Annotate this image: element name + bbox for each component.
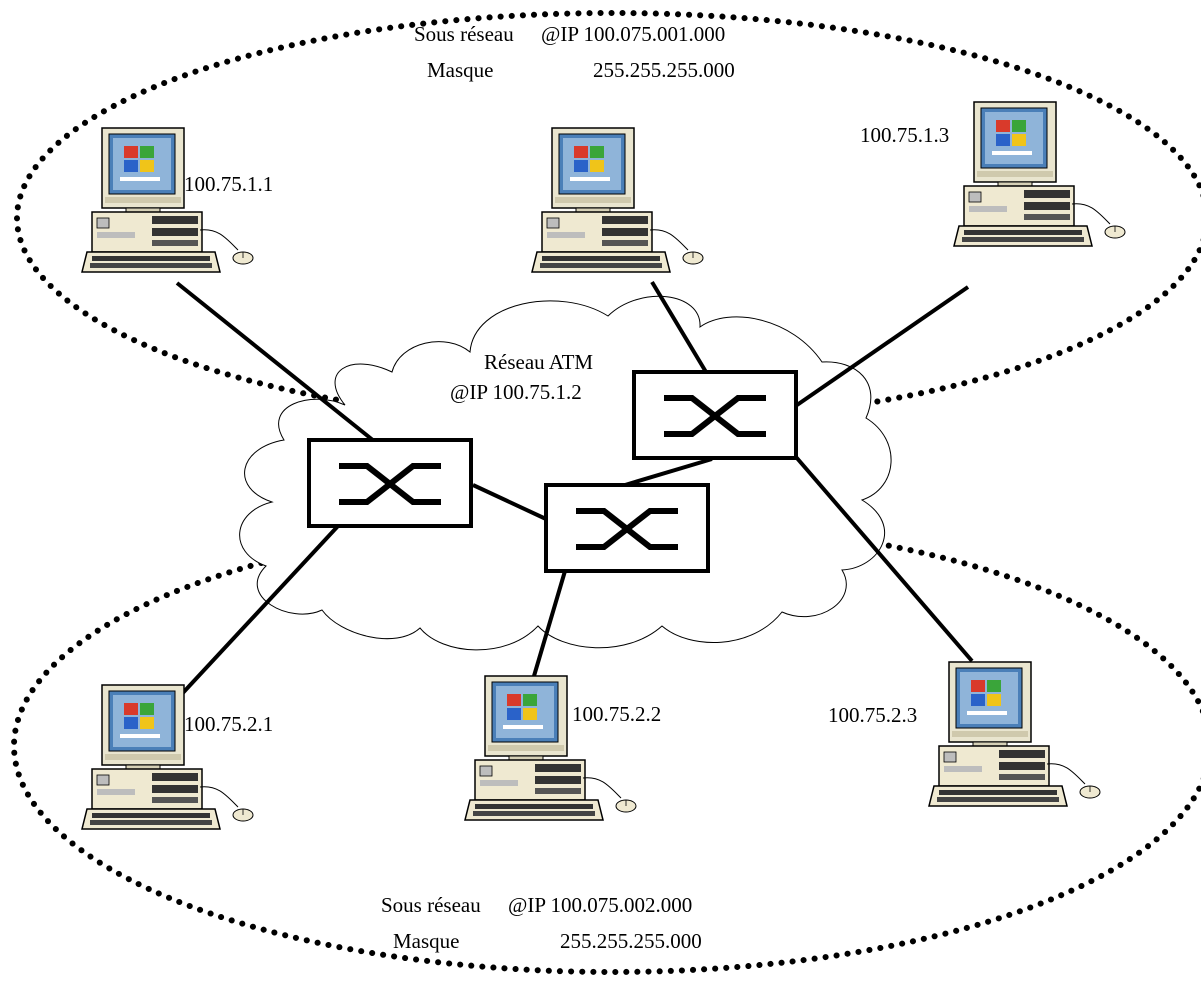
computer-h1-icon — [81, 127, 254, 273]
host-label-h5: 100.75.2.2 — [572, 702, 661, 726]
host-label-h1: 100.75.1.1 — [184, 172, 273, 196]
link-s2-h6 — [794, 455, 974, 663]
host-label-h3: 100.75.1.3 — [860, 123, 949, 147]
host-label-h4: 100.75.2.1 — [184, 712, 273, 736]
subnet-1-mask-label: Masque — [427, 58, 494, 82]
atm-network-ip: @IP 100.75.1.2 — [450, 380, 582, 404]
atm-switch-3 — [546, 485, 708, 571]
link-h3-s2 — [795, 285, 970, 407]
subnet-2-prefix: Sous réseau — [381, 893, 481, 917]
subnet-2-mask: 255.255.255.000 — [560, 929, 702, 953]
subnet-1-mask: 255.255.255.000 — [593, 58, 735, 82]
computer-h3-icon — [953, 101, 1126, 247]
link-s1-h4 — [178, 524, 340, 698]
computer-h2-icon — [531, 127, 704, 273]
computer-h5-icon — [464, 675, 637, 821]
subnet-1-ip: @IP 100.075.001.000 — [541, 22, 725, 46]
host-label-h6: 100.75.2.3 — [828, 703, 917, 727]
link-s1-s3 — [472, 483, 547, 521]
link-s3-h5 — [532, 570, 567, 677]
subnet-2-ip: @IP 100.075.002.000 — [508, 893, 692, 917]
computer-h4-icon — [81, 684, 254, 830]
link-h1-s1 — [175, 281, 376, 443]
atm-switch-1 — [309, 440, 471, 526]
link-h2-s2 — [650, 280, 708, 374]
atm-switch-2 — [634, 372, 796, 458]
subnet-2-mask-label: Masque — [393, 929, 460, 953]
link-s3-s2 — [624, 457, 713, 487]
computer-h6-icon — [928, 661, 1101, 807]
atm-network-title: Réseau ATM — [484, 350, 593, 374]
subnet-1-prefix: Sous réseau — [414, 22, 514, 46]
